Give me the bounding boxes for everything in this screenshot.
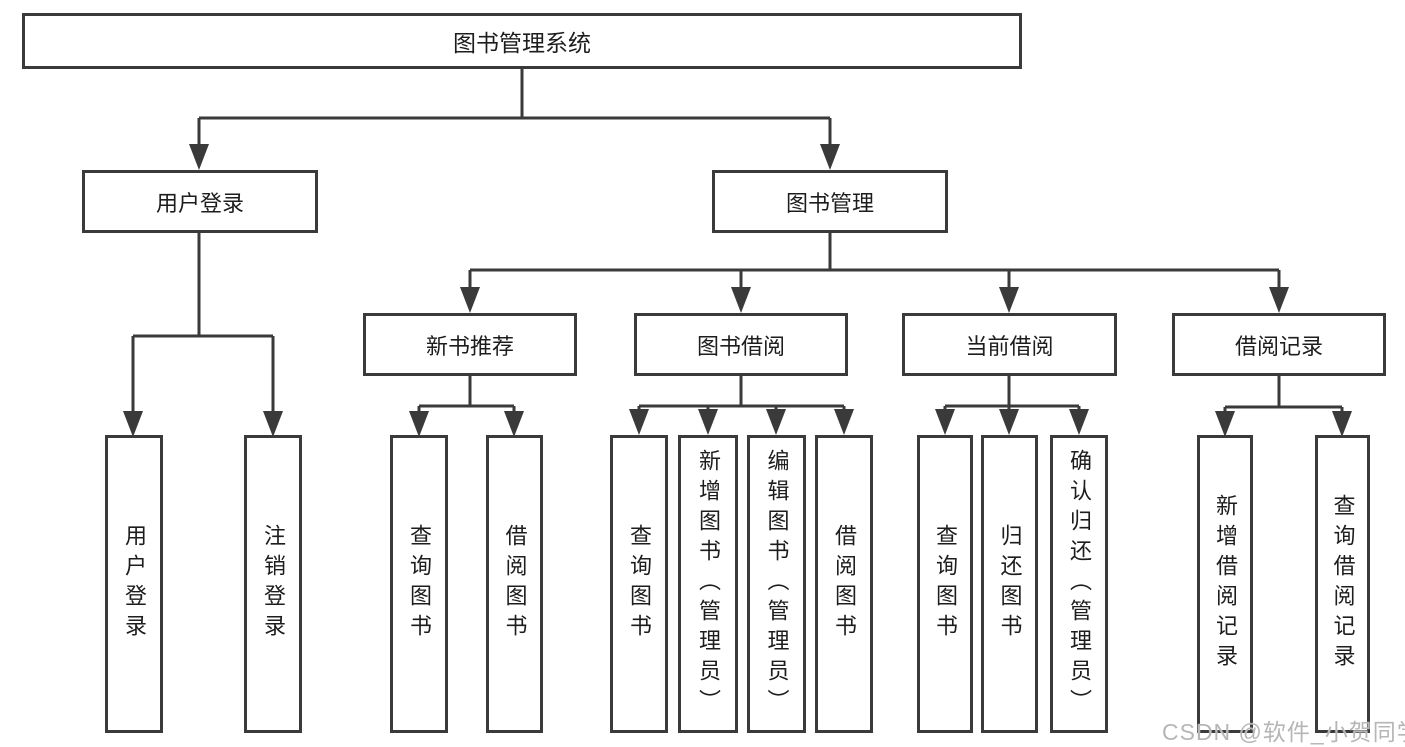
node-new-book-recommend: 新书推荐 bbox=[363, 313, 577, 376]
node-borrow-records: 借阅记录 bbox=[1172, 313, 1386, 376]
node-current-borrow: 当前借阅 bbox=[902, 313, 1117, 376]
node-leaf-add-book-admin: 新增图书（管理员） bbox=[678, 435, 738, 733]
node-library-management-system: 图书管理系统 bbox=[22, 13, 1022, 69]
node-leaf-logout: 注销登录 bbox=[244, 435, 302, 733]
node-leaf-query-books-current: 查询图书 bbox=[917, 435, 973, 733]
node-leaf-edit-book-admin: 编辑图书（管理员） bbox=[747, 435, 806, 733]
node-user-login: 用户登录 bbox=[82, 170, 318, 233]
arrowheads bbox=[123, 144, 1352, 437]
node-book-borrow: 图书借阅 bbox=[634, 313, 848, 376]
node-leaf-return-book: 归还图书 bbox=[981, 435, 1038, 733]
tree-edges bbox=[131, 68, 1344, 417]
node-leaf-query-books-recommend: 查询图书 bbox=[390, 435, 448, 733]
node-book-management: 图书管理 bbox=[712, 170, 948, 233]
node-leaf-confirm-return-admin: 确认归还（管理员） bbox=[1050, 435, 1108, 733]
node-leaf-query-borrow-record: 查询借阅记录 bbox=[1315, 435, 1370, 733]
node-leaf-user-login: 用户登录 bbox=[105, 435, 163, 733]
csdn-watermark: CSDN @软件_小贺同学 bbox=[1162, 719, 1405, 745]
node-leaf-borrow-books-borrow: 借阅图书 bbox=[815, 435, 873, 733]
node-leaf-add-borrow-record: 新增借阅记录 bbox=[1197, 435, 1253, 733]
node-leaf-query-books-borrow: 查询图书 bbox=[610, 435, 668, 733]
node-leaf-borrow-books-recommend: 借阅图书 bbox=[486, 435, 543, 733]
